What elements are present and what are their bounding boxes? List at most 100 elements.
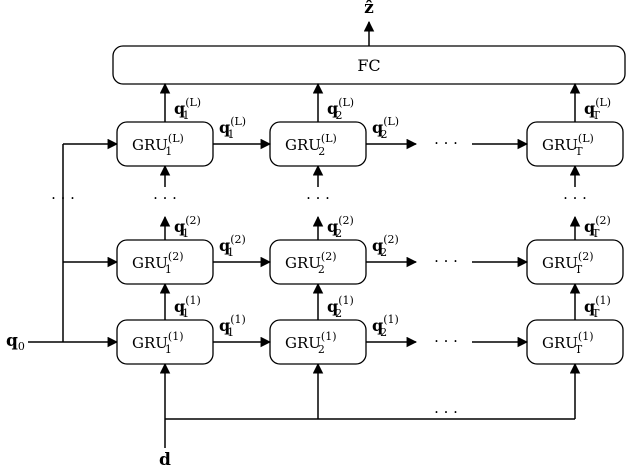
gru-label-layer2-t1-sub: 1: [165, 263, 172, 276]
fc-label: FC: [357, 56, 380, 75]
gru-label-layer2-t1: GRU(2)1: [132, 250, 184, 276]
q-h-label-layer2-t1: q(2)1: [219, 233, 246, 259]
q-up-label-layer3-t1: q(L)1: [174, 96, 201, 122]
q-up-label-layer3-t3-letter: q: [584, 99, 595, 118]
gru-label-layer2-t2-sup: (2): [321, 250, 337, 263]
q-up-label-layer2-t1-sub: 1: [182, 227, 189, 240]
q-h-label-layer1-t1-sub: 1: [227, 326, 234, 339]
gru-label-layer1-t2-text: GRU: [285, 334, 321, 352]
q-h-label-layer2-t1-sub: 1: [227, 246, 234, 259]
q-up-label-layer2-t3: q(2)T: [584, 214, 611, 240]
q-h-label-layer2-t2-sup: (2): [383, 233, 399, 246]
q-up-label-layer3-t2-sub: 2: [335, 109, 342, 122]
q-h-label-layer1-t2: q(1)2: [372, 313, 399, 339]
q-h-label-layer2-t2: q(2)2: [372, 233, 399, 259]
h-ellipsis-layer3: · · ·: [434, 134, 458, 152]
q-up-label-layer3-t2-sup: (L): [338, 96, 354, 109]
gru-label-layer2-t1-text: GRU: [132, 254, 168, 272]
gru-label-layer2-t1-sup: (2): [168, 250, 184, 263]
input-q0-sub: 0: [18, 340, 25, 353]
q-up-label-layer2-t1: q(2)1: [174, 214, 201, 240]
q-h-label-layer1-t2-sub: 2: [380, 326, 387, 339]
gru-label-layer1-t1-text: GRU: [132, 334, 168, 352]
q-h-label-layer2-t2-sub: 2: [380, 246, 387, 259]
vertical-ellipsis-t2: · · ·: [306, 189, 330, 207]
gru-label-layer1-t2-sup: (1): [321, 330, 337, 343]
gru-label-layer3-t1-text: GRU: [132, 136, 168, 154]
q-up-label-layer2-t3-letter: q: [584, 217, 595, 236]
q-up-label-layer2-t2-sup: (2): [338, 214, 354, 227]
input-q0-letter: q: [6, 331, 18, 351]
input-d: d: [159, 450, 171, 466]
gru-label-layer2-t2-text: GRU: [285, 254, 321, 272]
q-h-label-layer1-t1-letter: q: [219, 316, 230, 335]
input-q0: q0: [6, 331, 25, 353]
d-bus-ellipsis: · · ·: [434, 403, 458, 421]
gru-label-layer2-t3-text: GRU: [542, 254, 578, 272]
q-up-label-layer2-t3-sub: T: [592, 227, 600, 240]
q-up-label-layer3-t3-sup: (L): [595, 96, 611, 109]
q-up-label-layer3-t1-letter: q: [174, 99, 185, 118]
q-h-label-layer3-t2-sup: (L): [383, 115, 399, 128]
output-z-hat: ẑ: [364, 0, 374, 18]
q-h-label-layer1-t2-letter: q: [372, 316, 383, 335]
q-up-label-layer3-t3-sub: T: [592, 109, 600, 122]
gru-label-layer2-t3-sup: (2): [578, 250, 594, 263]
q-h-label-layer3-t1-letter: q: [219, 118, 230, 137]
gru-label-layer1-t1-sub: 1: [165, 343, 172, 356]
vertical-ellipsis-t1: · · ·: [153, 189, 177, 207]
q-up-label-layer2-t1-letter: q: [174, 217, 185, 236]
gru-label-layer1-t2-sub: 2: [318, 343, 325, 356]
q-h-label-layer3-t1-sub: 1: [227, 128, 234, 141]
gru-label-layer3-t2-sub: 2: [318, 145, 325, 158]
gru-label-layer3-t3: GRU(L)T: [542, 132, 594, 158]
q-up-label-layer1-t2-letter: q: [327, 297, 338, 316]
q-h-label-layer3-t2-letter: q: [372, 118, 383, 137]
gru-label-layer3-t1: GRU(L)1: [132, 132, 184, 158]
q-up-label-layer1-t1-sup: (1): [185, 294, 201, 307]
q-up-label-layer3-t1-sup: (L): [185, 96, 201, 109]
gru-label-layer2-t3: GRU(2)T: [542, 250, 594, 276]
q-h-label-layer3-t1: q(L)1: [219, 115, 246, 141]
q-h-label-layer1-t2-sup: (1): [383, 313, 399, 326]
gru-label-layer1-t3-sup: (1): [578, 330, 594, 343]
q-up-label-layer1-t3: q(1)T: [584, 294, 611, 320]
q-h-label-layer2-t1-letter: q: [219, 236, 230, 255]
q-up-label-layer1-t3-sup: (1): [595, 294, 611, 307]
q-up-label-layer3-t3: q(L)T: [584, 96, 611, 122]
q-up-label-layer1-t3-sub: T: [592, 307, 600, 320]
h-ellipsis-layer1: · · ·: [434, 332, 458, 350]
q-up-label-layer1-t2: q(1)2: [327, 294, 354, 320]
q-up-label-layer1-t1: q(1)1: [174, 294, 201, 320]
gru-label-layer3-t2: GRU(L)2: [285, 132, 337, 158]
q-up-label-layer1-t1-sub: 1: [182, 307, 189, 320]
gru-label-layer3-t1-sub: 1: [165, 145, 172, 158]
q-up-label-layer2-t2-sub: 2: [335, 227, 342, 240]
gru-label-layer2-t2: GRU(2)2: [285, 250, 337, 276]
gru-label-layer3-t2-sup: (L): [321, 132, 337, 145]
q-up-label-layer3-t1-sub: 1: [182, 109, 189, 122]
q-up-label-layer2-t3-sup: (2): [595, 214, 611, 227]
gru-label-layer1-t1-sup: (1): [168, 330, 184, 343]
q-h-label-layer1-t1-sup: (1): [230, 313, 246, 326]
h-ellipsis-layer2: · · ·: [434, 252, 458, 270]
gru-grid: · · ·· · ·GRU(1)1q(1)1GRU(1)2q(1)2GRU(1)…: [28, 82, 624, 448]
gru-label-layer1-t3-sub: T: [575, 343, 583, 356]
vertical-ellipsis-t3: · · ·: [563, 189, 587, 207]
q-up-label-layer2-t2: q(2)2: [327, 214, 354, 240]
q-h-label-layer3-t2-sub: 2: [380, 128, 387, 141]
q-h-label-layer2-t2-letter: q: [372, 236, 383, 255]
gru-label-layer3-t3-sup: (L): [578, 132, 594, 145]
gru-label-layer1-t3: GRU(1)T: [542, 330, 594, 356]
q-up-label-layer1-t2-sup: (1): [338, 294, 354, 307]
q-up-label-layer2-t1-sup: (2): [185, 214, 201, 227]
q-h-label-layer2-t1-sup: (2): [230, 233, 246, 246]
gru-label-layer3-t3-text: GRU: [542, 136, 578, 154]
gru-label-layer2-t3-sub: T: [575, 263, 583, 276]
q-h-label-layer3-t2: q(L)2: [372, 115, 399, 141]
q0-bus-ellipsis: · · ·: [51, 189, 75, 207]
gru-label-layer3-t3-sub: T: [575, 145, 583, 158]
gru-label-layer3-t2-text: GRU: [285, 136, 321, 154]
q-up-label-layer3-t2-letter: q: [327, 99, 338, 118]
